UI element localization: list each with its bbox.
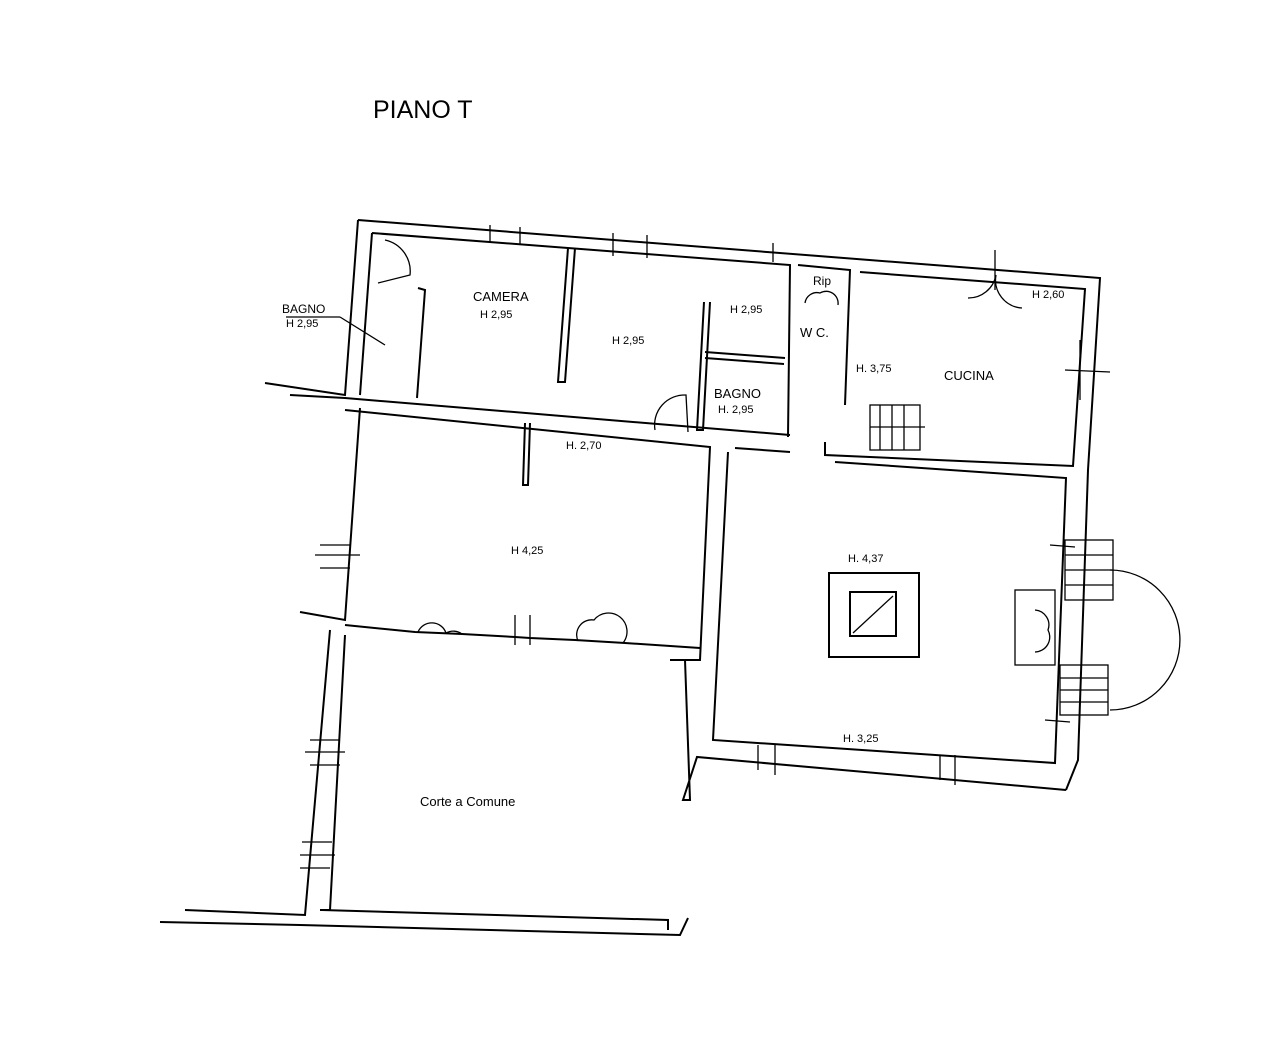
walls [159, 219, 1181, 937]
bagno-left-height: H 2,95 [286, 318, 318, 330]
camera-height: H 2,95 [480, 309, 512, 321]
living-right-height-2: H. 3,25 [843, 733, 878, 745]
cucina-height: H. 3,75 [856, 363, 891, 375]
courtyard-label: Corte a Comune [420, 794, 515, 809]
cucina-height-2: H 2,60 [1032, 289, 1064, 301]
cucina-label: CUCINA [944, 368, 994, 383]
living-left-height: H 4,25 [511, 545, 543, 557]
wc-label: W C. [800, 325, 829, 340]
living-right-height: H. 4,37 [848, 553, 883, 565]
bagno-right-height: H. 2,95 [718, 404, 753, 416]
middle-room-height: H 2,95 [612, 335, 644, 347]
bagno-left-label: BAGNO [282, 302, 325, 316]
rip-label: Rip [813, 274, 831, 288]
bagno-right-label: BAGNO [714, 386, 761, 401]
small-room-height: H 2,95 [730, 304, 762, 316]
camera-label: CAMERA [473, 289, 529, 304]
plan-title: PIANO T [373, 96, 473, 124]
corridor-height: H. 2,70 [566, 440, 601, 452]
room-labels: BAGNO H 2,95 CAMERA H 2,95 H 2,95 H 2,95… [282, 274, 1064, 809]
